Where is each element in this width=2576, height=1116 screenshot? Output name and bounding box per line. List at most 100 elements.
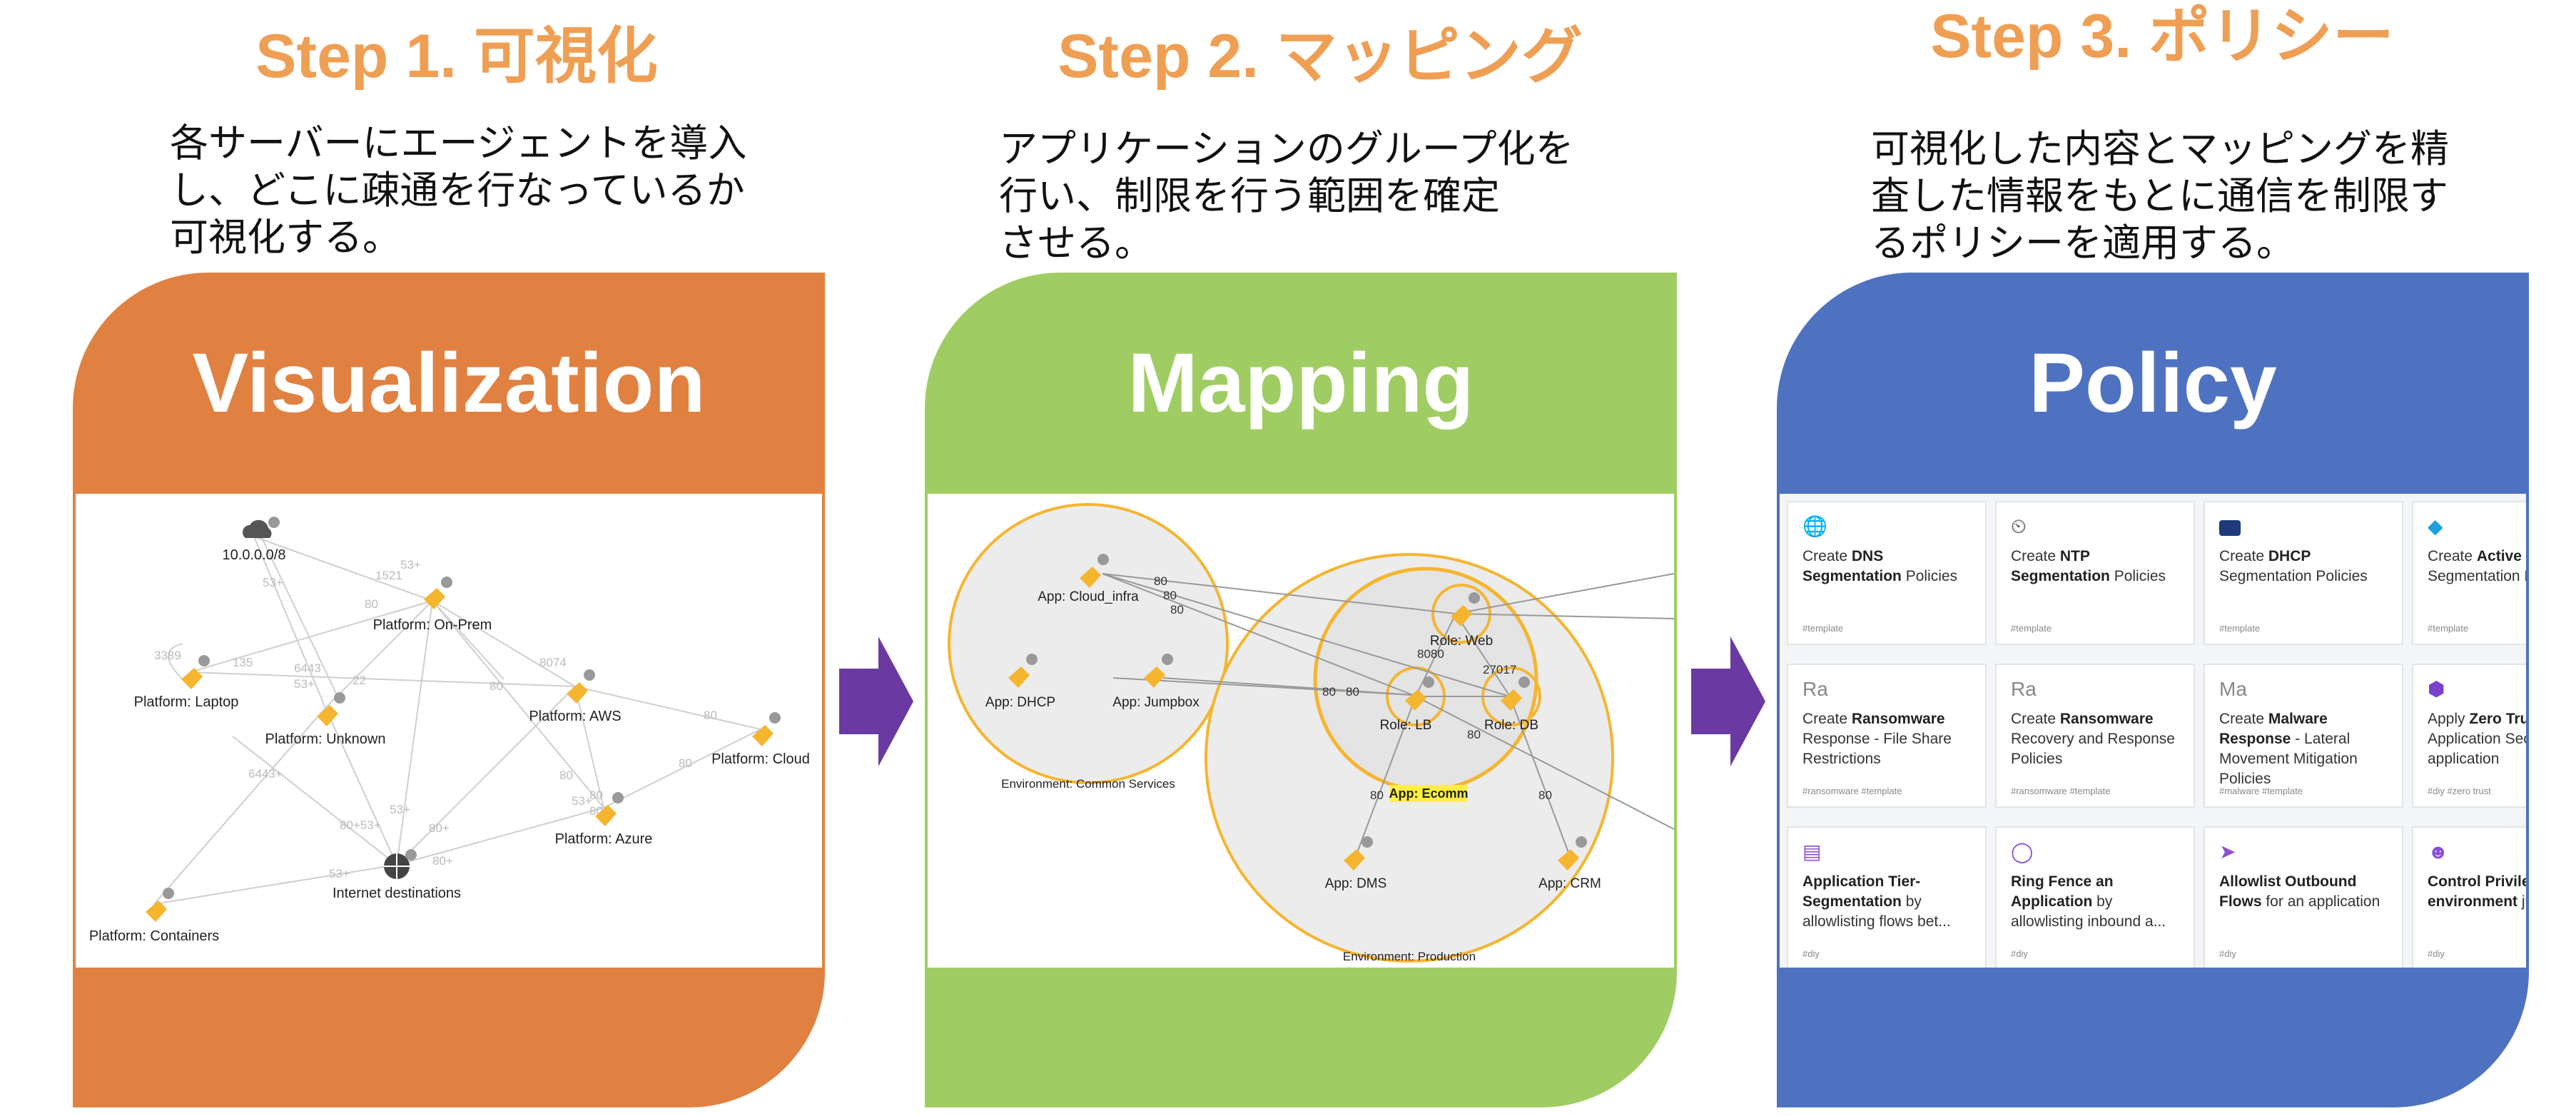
- node-label: Platform: Azure: [555, 831, 653, 847]
- node-label: Platform: AWS: [529, 709, 621, 724]
- environment-common-services[interactable]: [948, 503, 1229, 784]
- port-label: 80: [1467, 728, 1481, 741]
- policy-template-tile[interactable]: ☻ Control Privilege to environment jumpb…: [2412, 826, 2526, 968]
- policy-template-tile[interactable]: ▤ Application Tier-Segmentation by allow…: [1787, 826, 1987, 968]
- visualization-card: Visualization: [73, 273, 825, 1107]
- port-label: 80+: [429, 821, 450, 835]
- tag-icons[interactable]: [1008, 554, 1587, 871]
- port-label: 53+: [294, 677, 315, 691]
- tile-tags: #diy: [2011, 948, 2028, 959]
- node-label: Platform: Containers: [89, 928, 219, 944]
- node-label: Platform: Unknown: [265, 731, 386, 747]
- node-label: Role: DB: [1484, 718, 1538, 733]
- tier-icon: ▤: [1802, 841, 1822, 863]
- node-label: App: DMS: [1325, 876, 1387, 891]
- node-label: Platform: Cloud: [711, 751, 810, 767]
- step-1-description: 各サーバーにエージェントを導入 し、どこに疎通を行なっているか 可視化する。: [170, 121, 747, 260]
- port-label: 8080: [1417, 647, 1444, 661]
- port-label: 3389: [154, 649, 181, 662]
- node-labels: App: Cloud_infra App: DHCP App: Jumpbox …: [985, 589, 1601, 963]
- tile-tags: #diy: [2219, 948, 2236, 959]
- tile-tags: #diy: [1802, 948, 1820, 959]
- port-label: 135: [233, 656, 253, 669]
- port-label: 6443: [294, 661, 321, 675]
- user-icon: ☻: [2428, 841, 2449, 863]
- port-label: 53+: [329, 867, 350, 881]
- mapping-screenshot: 80 80 80 8080 27017 80 80 80 80 80: [928, 494, 1674, 968]
- mapping-card: Mapping: [925, 273, 1677, 1107]
- tile-tags: #ransomware #template: [1802, 786, 1902, 796]
- step-1-title: Step 1. 可視化: [255, 22, 658, 91]
- policy-template-tile[interactable]: ⬢ Apply Zero Trust Application Secu appl…: [2412, 664, 2526, 808]
- port-label: 80: [589, 788, 603, 802]
- port-label: 80: [679, 756, 692, 770]
- port-label: 8074: [539, 656, 567, 669]
- node-labels: Platform: On-Prem Platform: Laptop Platf…: [89, 617, 810, 944]
- environment-label: Environment: Production: [1343, 950, 1476, 963]
- port-label: 80: [1163, 589, 1177, 602]
- app-ecomm-highlight: [1390, 785, 1467, 802]
- port-label: 80: [1322, 685, 1336, 699]
- step-3-description: 可視化した内容とマッピングを精 査した情報をもとに通信を制限す るポリシーを適用…: [1871, 126, 2449, 265]
- port-label: 80: [704, 709, 717, 722]
- policy-template-tile[interactable]: ◯ Ring Fence an Application by allowlist…: [1995, 826, 2195, 968]
- policy-template-tile[interactable]: ➤ Allowlist Outbound Flows for an applic…: [2204, 826, 2403, 968]
- graph-edges: [153, 536, 761, 905]
- clock-icon: ⏲: [2011, 515, 2027, 537]
- port-label: 22: [353, 674, 366, 687]
- policy-template-tile[interactable]: Ra Create Ransomware Recovery and Respon…: [1995, 664, 2195, 808]
- port-label: 80: [1154, 574, 1167, 588]
- arrow-right-icon: [839, 636, 913, 766]
- ring-icon: ◯: [2011, 841, 2034, 863]
- zero-trust-icon: ⬢: [2428, 678, 2445, 700]
- port-label: 53+: [390, 803, 410, 816]
- policy-template-tile[interactable]: Create DHCP Segmentation Policies #templ…: [2204, 501, 2403, 645]
- node-label: App: CRM: [1538, 876, 1601, 891]
- arrow-right-icon: [1691, 636, 1765, 766]
- node-label: Role: LB: [1380, 718, 1432, 733]
- ma-icon: Ma: [2219, 678, 2247, 700]
- port-labels: 1521 53+ 53+ 80 3389 135 6443 53+ 22 80 …: [154, 558, 717, 881]
- policy-template-tile[interactable]: Ma Create Malware Response - Lateral Mov…: [2204, 664, 2403, 808]
- policy-template-tile[interactable]: ◆ Create Active Di Segmentation Po #temp…: [2412, 501, 2526, 645]
- outbound-icon: ➤: [2219, 841, 2236, 863]
- port-label: 80+: [432, 854, 453, 868]
- diamond-icon: ◆: [2428, 515, 2443, 537]
- tile-tags: #ransomware #template: [2011, 786, 2111, 796]
- node-label: App: Jumpbox: [1112, 695, 1200, 710]
- step-3-title: Step 3. ポリシー: [1930, 2, 2394, 71]
- port-label: 80: [1170, 603, 1184, 617]
- port-label: 80: [559, 768, 573, 782]
- port-label: 80: [1370, 788, 1384, 802]
- tile-tags: #malware #template: [2219, 786, 2303, 796]
- port-label: 53+: [400, 558, 421, 572]
- port-label: 80+53+: [340, 818, 381, 832]
- globe-icon[interactable]: [384, 849, 417, 879]
- port-label: 80: [1346, 685, 1359, 699]
- node-label: 10.0.0.0/8: [223, 547, 286, 563]
- tile-tags: #template: [2219, 623, 2261, 634]
- port-label: 80: [365, 597, 378, 611]
- tag-icons[interactable]: [146, 577, 781, 922]
- app-ecomm-label: App: Ecomm: [1389, 786, 1468, 801]
- policy-template-tile[interactable]: Ra Create Ransomware Response - File Sha…: [1787, 664, 1987, 808]
- tile-tags: #template: [1802, 623, 1844, 634]
- visualization-card-title: Visualization: [192, 336, 706, 430]
- cloud-icon[interactable]: [243, 517, 280, 538]
- mapping-graph: 80 80 80 8080 27017 80 80 80 80 80: [948, 503, 1674, 963]
- mapping-card-title: Mapping: [1127, 336, 1474, 430]
- policy-template-tile[interactable]: 🌐 Create DNS Segmentation Policies #temp…: [1787, 501, 1987, 645]
- visualization-screenshot: 1521 53+ 53+ 80 3389 135 6443 53+ 22 80 …: [76, 494, 822, 968]
- ra-icon: Ra: [1802, 678, 1828, 700]
- graph-edges: [1102, 573, 1674, 857]
- port-label: 53+: [572, 794, 592, 808]
- port-label: 80: [1538, 788, 1552, 802]
- policy-card-title: Policy: [2029, 336, 2277, 430]
- environment-label: Environment: Common Services: [1001, 777, 1175, 791]
- dhcp-icon: [2219, 512, 2248, 541]
- visualization-graph: 1521 53+ 53+ 80 3389 135 6443 53+ 22 80 …: [89, 517, 810, 944]
- policy-template-tile[interactable]: ⏲ Create NTP Segmentation Policies #temp…: [1995, 501, 2195, 645]
- node-label: App: DHCP: [985, 695, 1055, 710]
- port-labels: 80 80 80 8080 27017 80 80 80 80 80: [1154, 574, 1552, 802]
- tile-tags: #diy #zero trust: [2428, 786, 2491, 796]
